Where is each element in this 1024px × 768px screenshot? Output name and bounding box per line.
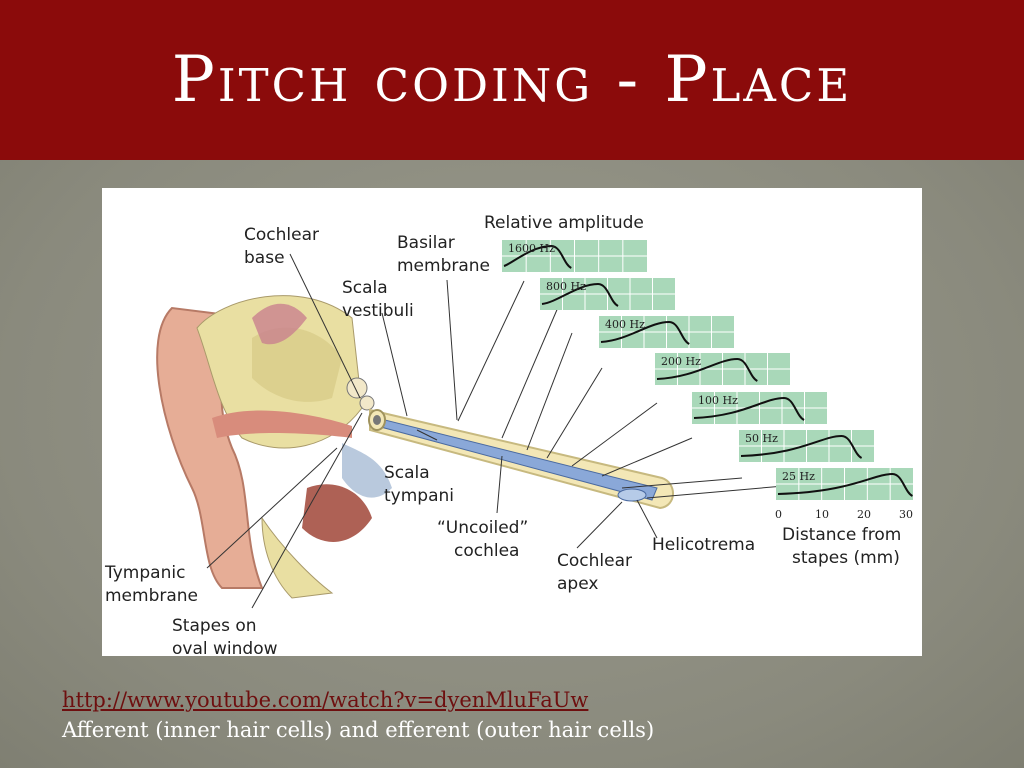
cochlea-diagram: 1600 Hz 800 Hz 400 Hz 200 Hz 100 Hz 50 Hz 25 H… <box>104 213 914 656</box>
x-tick: 0 <box>775 508 782 521</box>
frequency-panels: 1600 Hz 800 Hz 400 Hz 200 Hz 100 Hz 50 Hz 25 H… <box>502 240 914 500</box>
amplitude-curve <box>777 472 914 497</box>
amplitude-curve <box>503 244 572 269</box>
label-cochlear-apex: Cochlear <box>557 551 632 571</box>
amplitude-curve <box>656 357 758 382</box>
label-scala-vestibuli-2: vestibuli <box>342 301 414 321</box>
label-scala-vestibuli: Scala <box>342 278 388 298</box>
distance-axis: 0 10 20 30 <box>775 508 913 521</box>
label-scala-tympani: Scala <box>384 463 430 483</box>
uncoiled-cochlea <box>368 408 674 510</box>
label-basilar: Basilar <box>397 233 455 253</box>
frequency-label: 200 Hz <box>661 355 701 368</box>
frequency-panel: 25 Hz <box>776 468 914 500</box>
frequency-label: 1600 Hz <box>508 242 555 255</box>
frequency-panel: 800 Hz <box>540 278 675 310</box>
label-uncoiled-2: cochlea <box>454 541 519 561</box>
label-uncoiled: “Uncoiled” <box>437 518 528 538</box>
amplitude-curve <box>541 282 619 307</box>
label-cochlear-base-2: base <box>244 248 285 268</box>
leader-lines <box>206 253 785 609</box>
label-tympanic: Tympanic <box>104 563 185 583</box>
label-basilar-2: membrane <box>397 256 490 276</box>
frequency-label: 50 Hz <box>745 432 778 445</box>
frequency-panel: 1600 Hz <box>502 240 647 272</box>
x-tick: 30 <box>899 508 913 521</box>
amplitude-curve <box>693 396 805 421</box>
x-tick: 10 <box>815 508 829 521</box>
cochlea-figure: 1600 Hz 800 Hz 400 Hz 200 Hz 100 Hz 50 Hz 25 H… <box>102 188 922 656</box>
label-helicotrema: Helicotrema <box>652 535 755 555</box>
frequency-label: 25 Hz <box>782 470 815 483</box>
label-cochlear-apex-2: apex <box>557 574 598 594</box>
amplitude-curve <box>600 320 690 345</box>
frequency-panel: 50 Hz <box>739 430 874 462</box>
x-tick: 20 <box>857 508 871 521</box>
label-relative-amplitude: Relative amplitude <box>484 213 644 233</box>
label-scala-tympani-2: tympani <box>384 486 454 506</box>
frequency-label: 800 Hz <box>546 280 586 293</box>
frequency-panel: 100 Hz <box>692 392 827 424</box>
label-cochlear-base: Cochlear <box>244 225 319 245</box>
slide-title: Pitch coding - Place <box>171 43 853 117</box>
frequency-panel: 400 Hz <box>599 316 734 348</box>
ear-illustration <box>156 295 392 599</box>
amplitude-curve <box>740 434 863 459</box>
title-bar: Pitch coding - Place <box>0 0 1024 160</box>
frequency-label: 400 Hz <box>605 318 645 331</box>
caption-text: Afferent (inner hair cells) and efferent… <box>62 718 655 742</box>
frequency-label: 100 Hz <box>698 394 738 407</box>
label-stapes-2: oval window <box>172 639 278 656</box>
frequency-panel: 200 Hz <box>655 353 790 385</box>
label-distance: Distance from <box>782 525 901 545</box>
label-distance-2: stapes (mm) <box>792 548 900 568</box>
label-stapes: Stapes on <box>172 616 257 636</box>
label-tympanic-2: membrane <box>105 586 198 606</box>
video-link[interactable]: http://www.youtube.com/watch?v=dyenMluFa… <box>62 688 589 712</box>
